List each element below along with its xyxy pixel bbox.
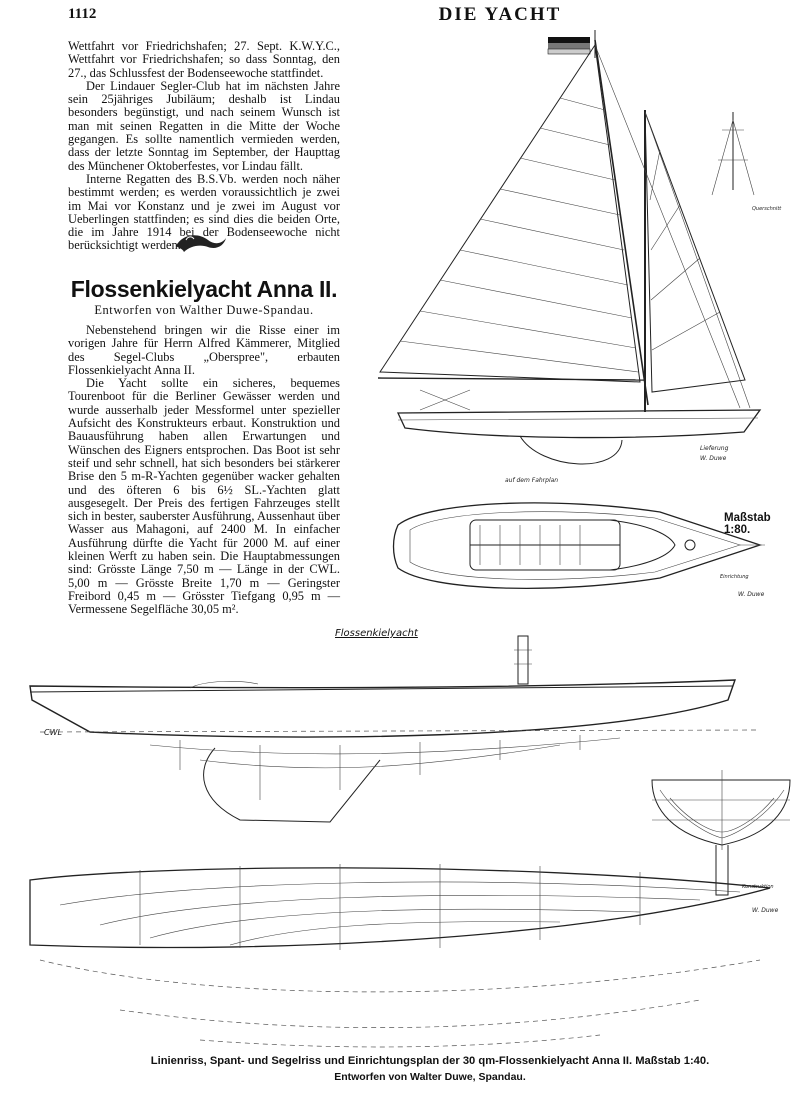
article-paragraph: Nebenstehend bringen wir die Risse einer…	[68, 323, 340, 377]
intro-text: Wettfahrt vor Friedrichshafen; 27. Sept.…	[68, 39, 340, 253]
figure-caption: Linienriss, Spant- und Segelriss und Ein…	[150, 1055, 710, 1067]
intro-paragraph: Interne Regatten des B.S.Vb. werden noch…	[68, 171, 340, 253]
svg-text:Einrichtung: Einrichtung	[720, 574, 749, 580]
intro-paragraph: Der Lindauer Segler-Club hat im nächsten…	[68, 78, 340, 173]
lines-drawing-title: Flossenkielyacht	[335, 628, 418, 639]
article-byline: Entworfen von Walther Duwe-Spandau.	[94, 303, 314, 317]
article-body: Nebenstehend bringen wir die Risse einer…	[68, 323, 340, 617]
scale-label: Maßstab 1:80.	[724, 512, 771, 536]
article-paragraph: Die Yacht sollte ein sicheres, bequemes …	[68, 376, 340, 617]
svg-text:Konstruktion: Konstruktion	[742, 884, 774, 890]
svg-text:Lieferung: Lieferung	[700, 445, 729, 452]
figure-credit: Entworfen von Walter Duwe, Spandau.	[334, 1071, 526, 1083]
intro-paragraph: Wettfahrt vor Friedrichshafen; 27. Sept.…	[68, 39, 340, 80]
running-head: DIE YACHT	[438, 4, 562, 25]
waterline-label: CWL	[44, 728, 62, 737]
svg-text:W. Duwe: W. Duwe	[752, 907, 779, 914]
svg-text:W. Duwe: W. Duwe	[738, 591, 765, 598]
dolphin-ornament-icon	[176, 235, 226, 252]
page-number: 1112	[68, 6, 97, 22]
svg-text:Querschnitt: Querschnitt	[752, 206, 782, 212]
svg-text:W. Duwe: W. Duwe	[700, 455, 727, 462]
svg-text:auf dem Fahrplan: auf dem Fahrplan	[505, 477, 558, 484]
article-title: Flossenkielyacht Anna II.	[70, 276, 338, 302]
